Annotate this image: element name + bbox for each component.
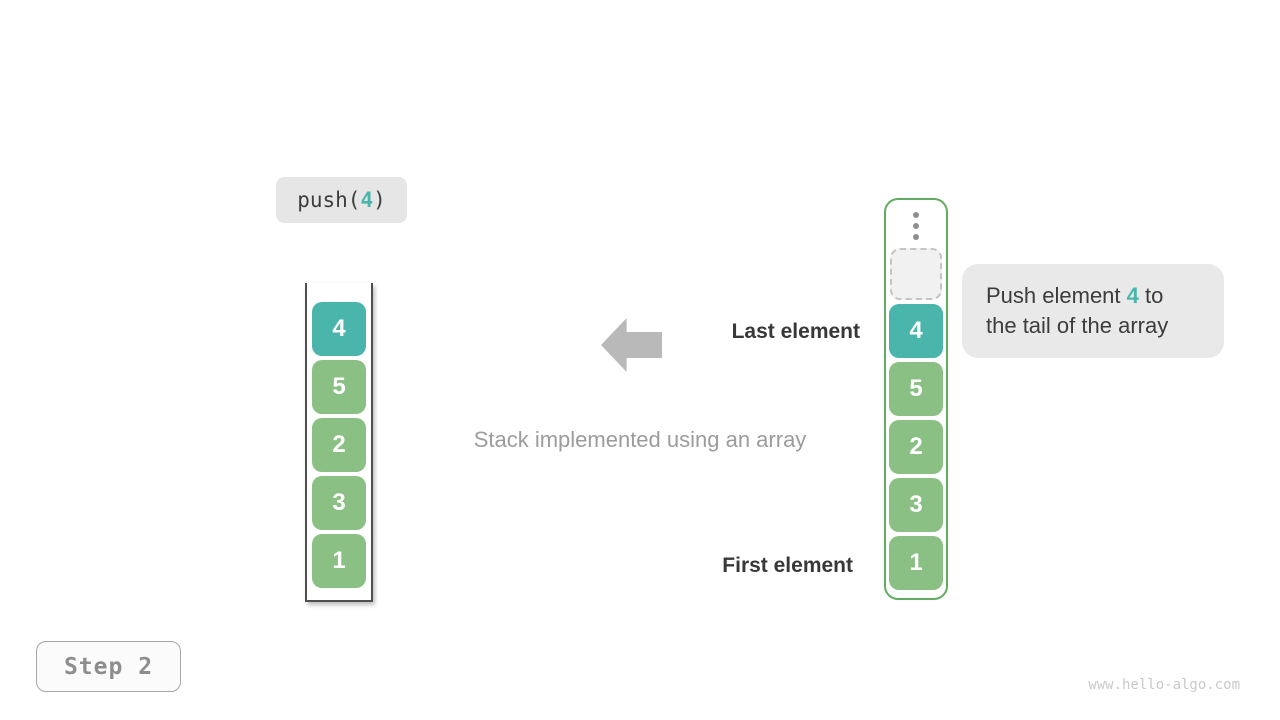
step-badge: Step 2	[36, 641, 181, 692]
vertical-ellipsis-icon	[913, 212, 919, 240]
stack-cell: 1	[312, 534, 366, 588]
stack-cell: 5	[312, 360, 366, 414]
tooltip-line2: the tail of the array	[986, 313, 1169, 338]
watermark-url: www.hello-algo.com	[1088, 677, 1240, 693]
stack-cell: 2	[312, 418, 366, 472]
tooltip-highlight-value: 4	[1126, 283, 1139, 308]
array-cell: 1	[889, 536, 943, 590]
push-operation-prefix: push(	[297, 188, 361, 212]
array-cell: 2	[889, 420, 943, 474]
arrow-left-icon	[601, 318, 662, 372]
array-cell: 3	[889, 478, 943, 532]
stack-cell: 4	[312, 302, 366, 356]
push-tooltip: Push element 4 to the tail of the array	[962, 264, 1224, 358]
ellipsis-dot	[913, 223, 919, 229]
diagram-caption: Stack implemented using an array	[473, 427, 807, 452]
tooltip-text-before: Push element	[986, 283, 1127, 308]
push-operation-suffix: )	[373, 188, 386, 212]
empty-array-slot	[890, 248, 942, 300]
tooltip-text-after: to	[1138, 283, 1164, 308]
push-operation-argument: 4	[360, 188, 374, 212]
array-cell: 4	[889, 304, 943, 358]
first-element-label: First element	[722, 554, 853, 577]
stack-container: 4 5 2 3 1	[305, 283, 373, 602]
array-cell: 5	[889, 362, 943, 416]
last-element-label: Last element	[731, 320, 860, 343]
array-container: 4 5 2 3 1	[884, 198, 948, 600]
ellipsis-dot	[913, 212, 919, 218]
stack-cell: 3	[312, 476, 366, 530]
push-operation-label: push(4)	[276, 177, 407, 223]
ellipsis-dot	[913, 234, 919, 240]
